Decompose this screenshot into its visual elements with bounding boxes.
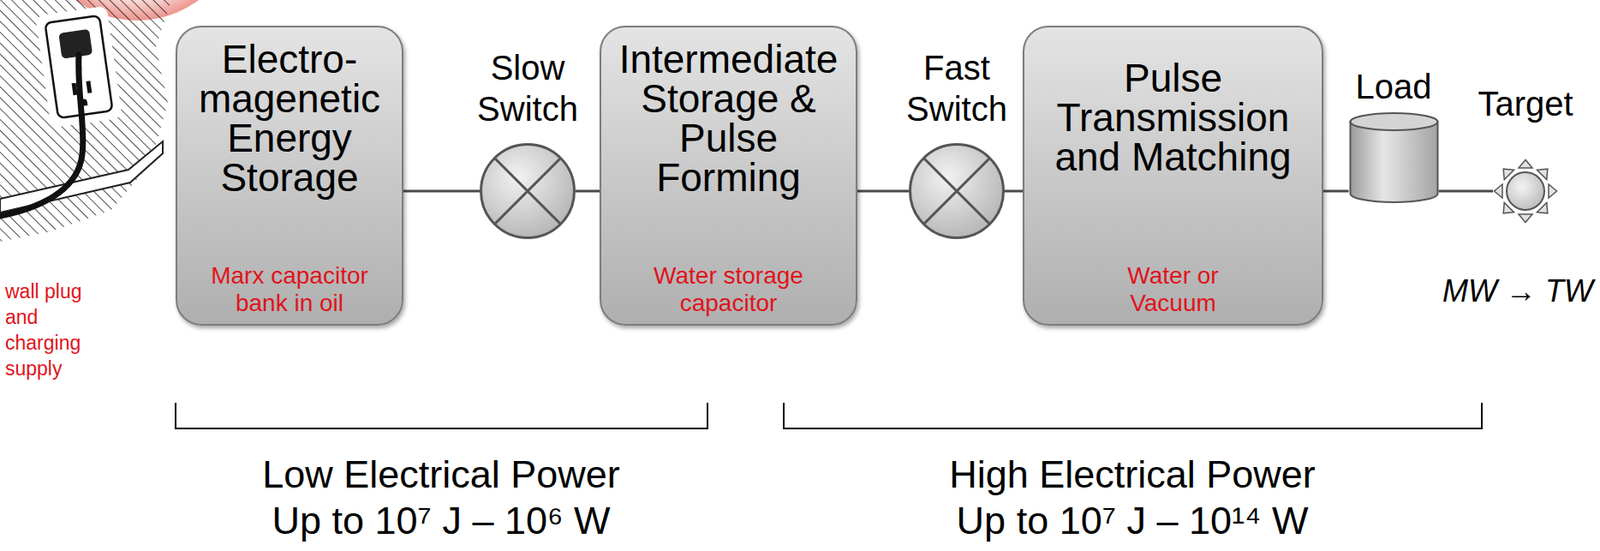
bracket-caption: High Electrical Power bbox=[806, 452, 1458, 497]
label-slot: High Electrical Power bbox=[806, 452, 1458, 497]
label-slot: MW → TW bbox=[1442, 272, 1594, 310]
sun-ray bbox=[1548, 184, 1558, 198]
switch-cross bbox=[494, 157, 561, 224]
sun-ray bbox=[1518, 160, 1533, 169]
connector-line bbox=[1004, 190, 1023, 193]
switch-node: Fast Switch bbox=[896, 47, 1017, 239]
label-slot: Up to 10⁷ J – 10⁶ W bbox=[115, 498, 767, 544]
power-range-note: MW → TW bbox=[1442, 272, 1594, 310]
box-title: Electro- magenetic Energy Storage bbox=[186, 39, 393, 198]
box-title: Pulse Transmission and Matching bbox=[1049, 58, 1298, 177]
connector-line bbox=[1323, 190, 1350, 193]
supply-caption: wall plug and charging supply bbox=[5, 278, 95, 382]
load-cylinder bbox=[1349, 112, 1439, 204]
node-heading: Load bbox=[1355, 65, 1433, 108]
wall-hatching bbox=[0, 0, 172, 242]
switch-circle bbox=[481, 144, 575, 239]
bracket bbox=[783, 402, 1482, 429]
switch-node: Slow Switch bbox=[467, 47, 588, 239]
power-cord bbox=[0, 54, 84, 216]
connector-line bbox=[403, 190, 480, 193]
connector-line bbox=[1438, 190, 1493, 193]
sun-disc bbox=[1506, 172, 1545, 210]
target-node: Target bbox=[1477, 83, 1573, 224]
bracket bbox=[175, 402, 708, 429]
bracket-value: Up to 10⁷ J – 10¹⁴ W bbox=[806, 498, 1458, 544]
process-box: Intermediate Storage & Pulse FormingWate… bbox=[599, 25, 858, 326]
process-box: Electro- magenetic Energy StorageMarx ca… bbox=[175, 25, 404, 326]
box-note: Marx capacitor bank in oil bbox=[191, 262, 389, 317]
switch-cross bbox=[923, 157, 990, 224]
box-note: Water or Vacuum bbox=[1096, 262, 1251, 317]
label-slot: Low Electrical Power bbox=[115, 452, 767, 497]
switch-label: Slow Switch bbox=[467, 47, 588, 130]
cylinder-body bbox=[1349, 121, 1438, 203]
bracket-caption: Low Electrical Power bbox=[115, 452, 767, 497]
box-title: Intermediate Storage & Pulse Forming bbox=[613, 39, 845, 198]
switch-symbol bbox=[479, 143, 576, 239]
sun-ray bbox=[1518, 214, 1533, 223]
connector-line bbox=[857, 190, 909, 193]
load-node: Load bbox=[1349, 65, 1439, 204]
target-symbol bbox=[1492, 158, 1559, 224]
connector-line bbox=[575, 190, 600, 193]
node-heading: Target bbox=[1477, 83, 1573, 125]
box-note: Water storage capacitor bbox=[630, 262, 828, 317]
sun-ray bbox=[1493, 184, 1503, 198]
cylinder-top bbox=[1349, 113, 1438, 131]
switch-symbol bbox=[908, 143, 1005, 239]
label-slot: wall plug and charging supply bbox=[5, 278, 95, 382]
bracket-value: Up to 10⁷ J – 10⁶ W bbox=[115, 498, 767, 544]
process-box: Pulse Transmission and MatchingWater or … bbox=[1022, 25, 1324, 326]
switch-label: Fast Switch bbox=[896, 47, 1017, 130]
switch-circle bbox=[910, 144, 1004, 239]
label-slot: Up to 10⁷ J – 10¹⁴ W bbox=[806, 498, 1458, 544]
